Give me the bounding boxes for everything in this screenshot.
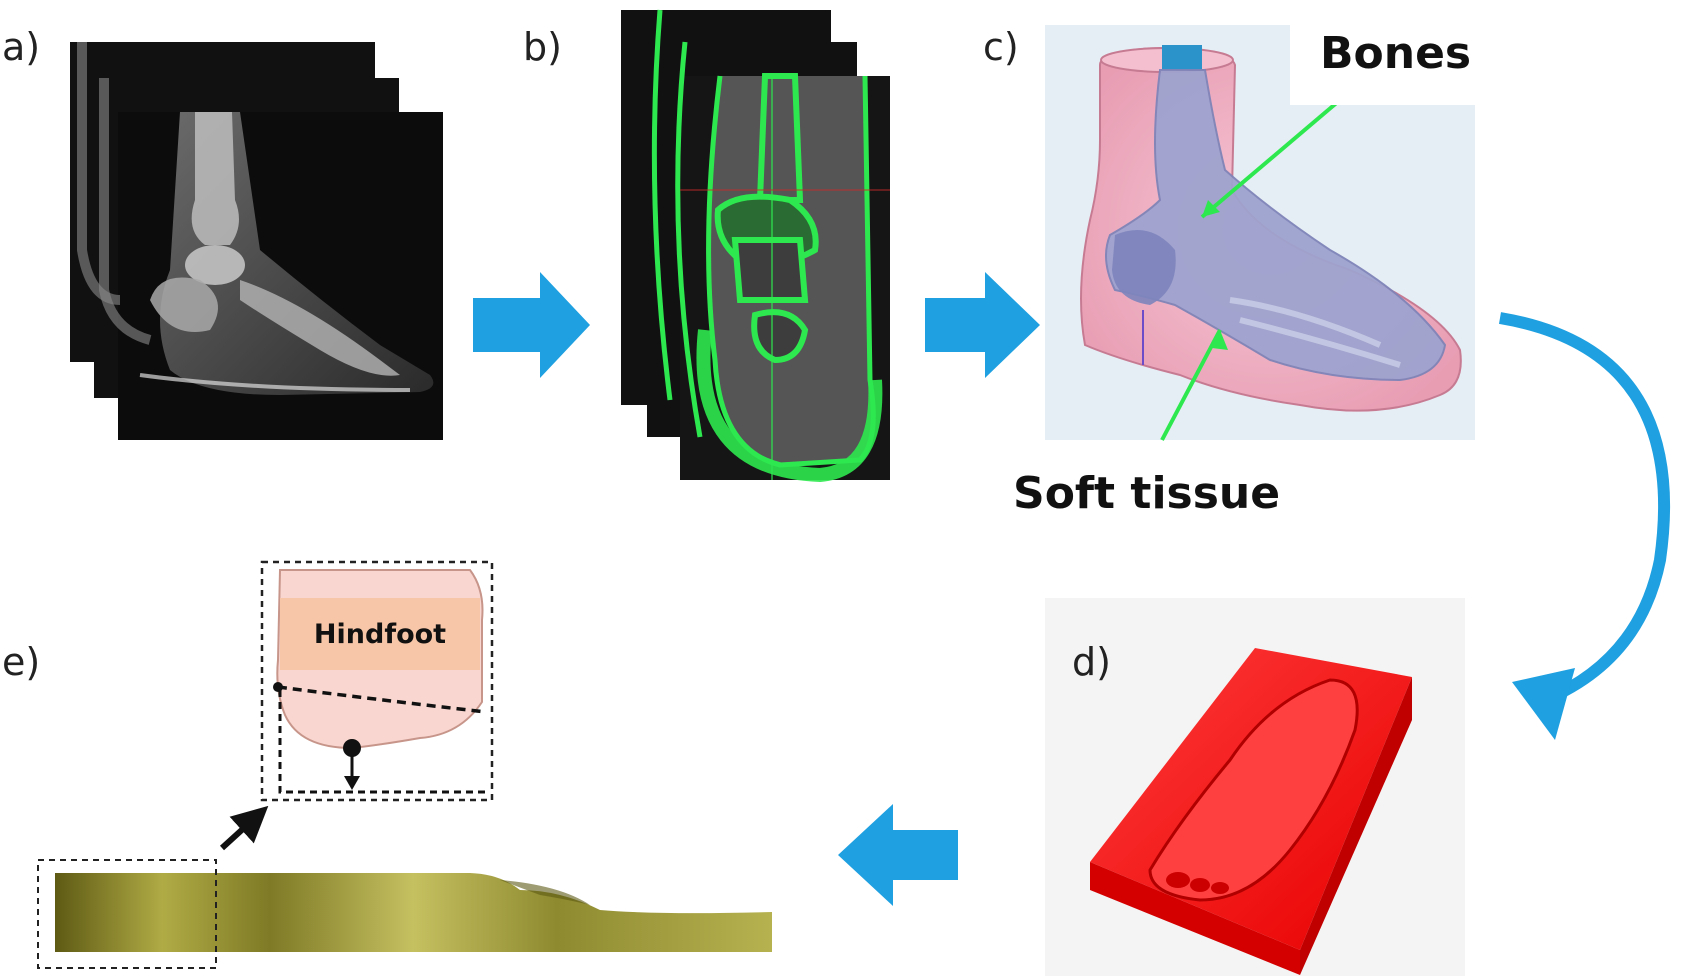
- bone-top-cap: [1162, 45, 1202, 70]
- bones-label-bg: [1290, 25, 1475, 105]
- bone-structure: [1105, 69, 1447, 382]
- flow-arrow-right-icon: [925, 272, 1040, 378]
- ct-image-stack: [70, 42, 443, 440]
- insole-body: [55, 873, 772, 952]
- soft-tissue-label: Soft tissue: [1013, 468, 1281, 519]
- 3d-foot-model: [1045, 25, 1475, 441]
- panel-label-d: d): [1072, 640, 1111, 684]
- ct-tibia: [191, 112, 239, 245]
- hindfoot-label: Hindfoot: [313, 618, 447, 650]
- flow-arrow-left-icon: [838, 804, 958, 906]
- hindfoot-inset: [260, 560, 494, 802]
- insole-profile: [37, 805, 772, 969]
- hindfoot-selection-box: [37, 859, 217, 969]
- segmentation-stack: [621, 9, 890, 483]
- seg-talus-contour: [731, 237, 809, 303]
- flow-arrow-right-icon: [473, 272, 590, 378]
- panel-label-a: a): [2, 25, 41, 69]
- seg-tibia-contour: [756, 73, 804, 203]
- panel-label-b: b): [523, 25, 562, 69]
- footprint-impression: [1148, 678, 1359, 902]
- panel-label-e: e): [2, 640, 41, 684]
- ct-calcaneus: [150, 277, 218, 332]
- panel-label-c: c): [983, 25, 1019, 69]
- bones-callout-line: [1200, 98, 1342, 219]
- hindfoot-label-bg: [280, 598, 480, 670]
- insole-mold: [1045, 598, 1465, 976]
- curved-arrow-icon: [1499, 312, 1671, 740]
- zoom-arrow-icon: [219, 805, 269, 851]
- soft-tissue-callout-line: [1160, 329, 1222, 441]
- bones-label: Bones: [1320, 28, 1472, 79]
